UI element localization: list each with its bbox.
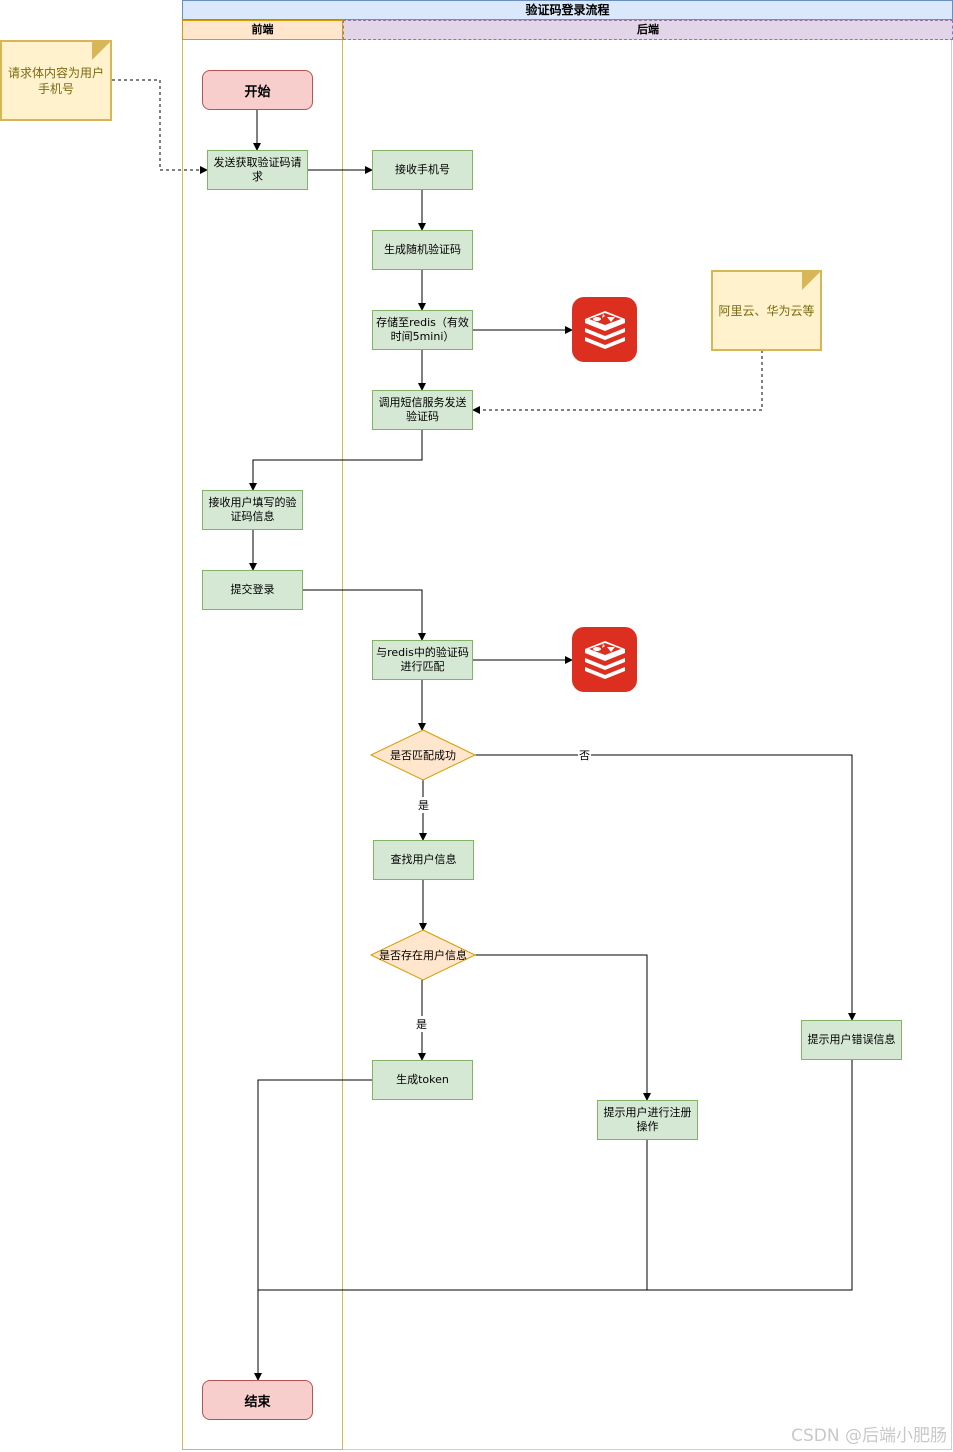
edge-sms-to-input [249,430,423,491]
note-fold-icon [92,40,112,60]
lane-backend [343,40,952,1450]
edge-label-yes: 是 [415,1016,428,1032]
diagram-title: 验证码登录流程 [182,0,953,20]
node-store-redis: 存储至redis（有效时间5mini） [372,310,473,350]
note-sms-provider: 阿里云、华为云等 [711,270,822,351]
node-receive-input: 接收用户填写的验证码信息 [202,490,303,530]
edge-exists-no [475,954,651,1101]
redis-icon [572,297,637,362]
edge-label-yes: 是 [417,797,430,813]
edge-provider-to-sms [472,350,763,414]
node-call-sms: 调用短信服务发送验证码 [372,390,473,430]
lane-header-backend: 后端 [343,20,953,40]
edge-decision-no [475,754,856,1021]
note-request-body: 请求体内容为用户手机号 [0,40,112,121]
edge-token-to-end [254,1079,372,1381]
node-submit-login: 提交登录 [202,570,303,610]
end-node: 结束 [202,1380,313,1420]
decision-shape-match [369,729,477,781]
edge-note-to-send [112,79,208,174]
node-match-redis: 与redis中的验证码进行匹配 [372,640,473,680]
note-fold-icon [802,270,822,290]
node-prompt-error: 提示用户错误信息 [801,1020,902,1060]
lane-header-frontend: 前端 [182,20,343,40]
node-generate-code: 生成随机验证码 [372,230,473,270]
node-send-request: 发送获取验证码请求 [207,150,308,190]
note-text: 阿里云、华为云等 [718,303,815,318]
node-prompt-register: 提示用户进行注册操作 [597,1100,698,1140]
decision-is-match: 是否匹配成功 [390,749,456,762]
decision-user-exists: 是否存在用户信息 [379,949,467,962]
start-node: 开始 [202,70,313,110]
note-text: 请求体内容为用户手机号 [7,65,104,96]
lane-frontend [182,40,343,1450]
edge-submit-to-match [302,589,426,641]
edge-error-merge [647,1060,853,1291]
redis-logo-shape [584,310,625,349]
watermark: CSDN @后端小肥肠 [791,1426,947,1446]
edge-register-merge [258,1140,648,1291]
redis-icon [572,627,637,692]
node-find-user: 查找用户信息 [373,840,474,880]
node-receive-phone: 接收手机号 [372,150,473,190]
decision-shape-exists [369,929,477,981]
redis-logo-shape [584,640,625,679]
node-generate-token: 生成token [372,1060,473,1100]
edge-label-no: 否 [578,747,591,763]
